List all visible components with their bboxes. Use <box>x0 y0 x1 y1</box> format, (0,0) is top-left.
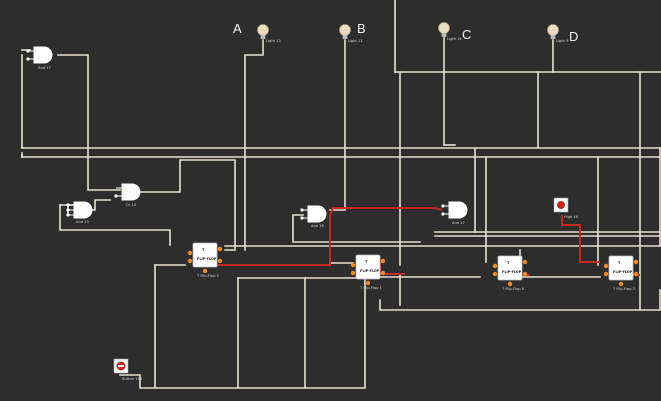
light-c[interactable]: Light 14 <box>438 22 463 42</box>
light-d-letter: D <box>569 29 578 44</box>
svg-text:FLIP-FLOP: FLIP-FLOP <box>360 269 380 273</box>
high-input-name: High 46 <box>564 215 579 219</box>
and-gate-17[interactable]: And 17 <box>26 46 53 70</box>
svg-text:FLIP-FLOP: FLIP-FLOP <box>502 270 522 274</box>
light-a-name: Light 13 <box>266 39 281 43</box>
svg-text:T: T <box>202 248 205 252</box>
flip-flop-name: T Flip-Flop 1 <box>359 286 382 290</box>
t-flip-flop-1[interactable]: T FLIP-FLOP T Flip-Flop 1 <box>350 254 386 290</box>
light-d[interactable]: Light 9 <box>547 24 570 44</box>
t-flip-flop-3[interactable]: T FLIP-FLOP T Flip-Flop 3 <box>603 255 639 291</box>
svg-text:T: T <box>507 261 510 265</box>
flip-flop-name: T Flip-Flop 5 <box>196 274 219 278</box>
gate-name: And 17 <box>38 66 51 70</box>
flip-flop-name: T Flip-Flop 3 <box>612 287 635 291</box>
gate-name: And 19 <box>76 220 89 224</box>
and-gate-19[interactable]: And 19 <box>66 201 93 224</box>
light-c-name: Light 14 <box>447 37 462 41</box>
light-b-name: Light 11 <box>348 39 363 43</box>
or-gate-10[interactable]: Or 10 <box>114 183 141 207</box>
light-b[interactable]: Light 11 <box>339 24 363 44</box>
gate-name: Or 10 <box>126 203 137 207</box>
svg-text:T: T <box>365 260 368 264</box>
svg-text:FLIP-FLOP: FLIP-FLOP <box>197 257 217 261</box>
and-gate-18[interactable]: And 18 <box>300 205 327 228</box>
button-name: Button 156 <box>122 377 143 381</box>
light-b-letter: B <box>357 21 366 36</box>
flip-flop-name: T Flip-Flop 8 <box>501 287 525 291</box>
high-input-46[interactable]: High 46 <box>553 197 579 219</box>
t-flip-flop-8[interactable]: T FLIP-FLOP T Flip-Flop 8 <box>492 255 528 291</box>
svg-text:FLIP-FLOP: FLIP-FLOP <box>613 270 633 274</box>
light-d-name: Light 9 <box>556 39 569 43</box>
and-gate-17b[interactable]: And 17 <box>441 201 468 225</box>
gate-name: And 17 <box>452 221 465 225</box>
t-flip-flop-5[interactable]: T FLIP-FLOP T Flip-Flop 5 <box>187 242 223 278</box>
light-c-letter: C <box>462 27 471 42</box>
light-a[interactable]: Light 13 <box>257 24 281 44</box>
light-a-letter: A <box>233 21 242 36</box>
button-156[interactable]: Button 156 <box>113 358 143 381</box>
wire-network <box>21 0 661 389</box>
gate-name: And 18 <box>311 224 324 228</box>
svg-text:T: T <box>618 261 621 265</box>
